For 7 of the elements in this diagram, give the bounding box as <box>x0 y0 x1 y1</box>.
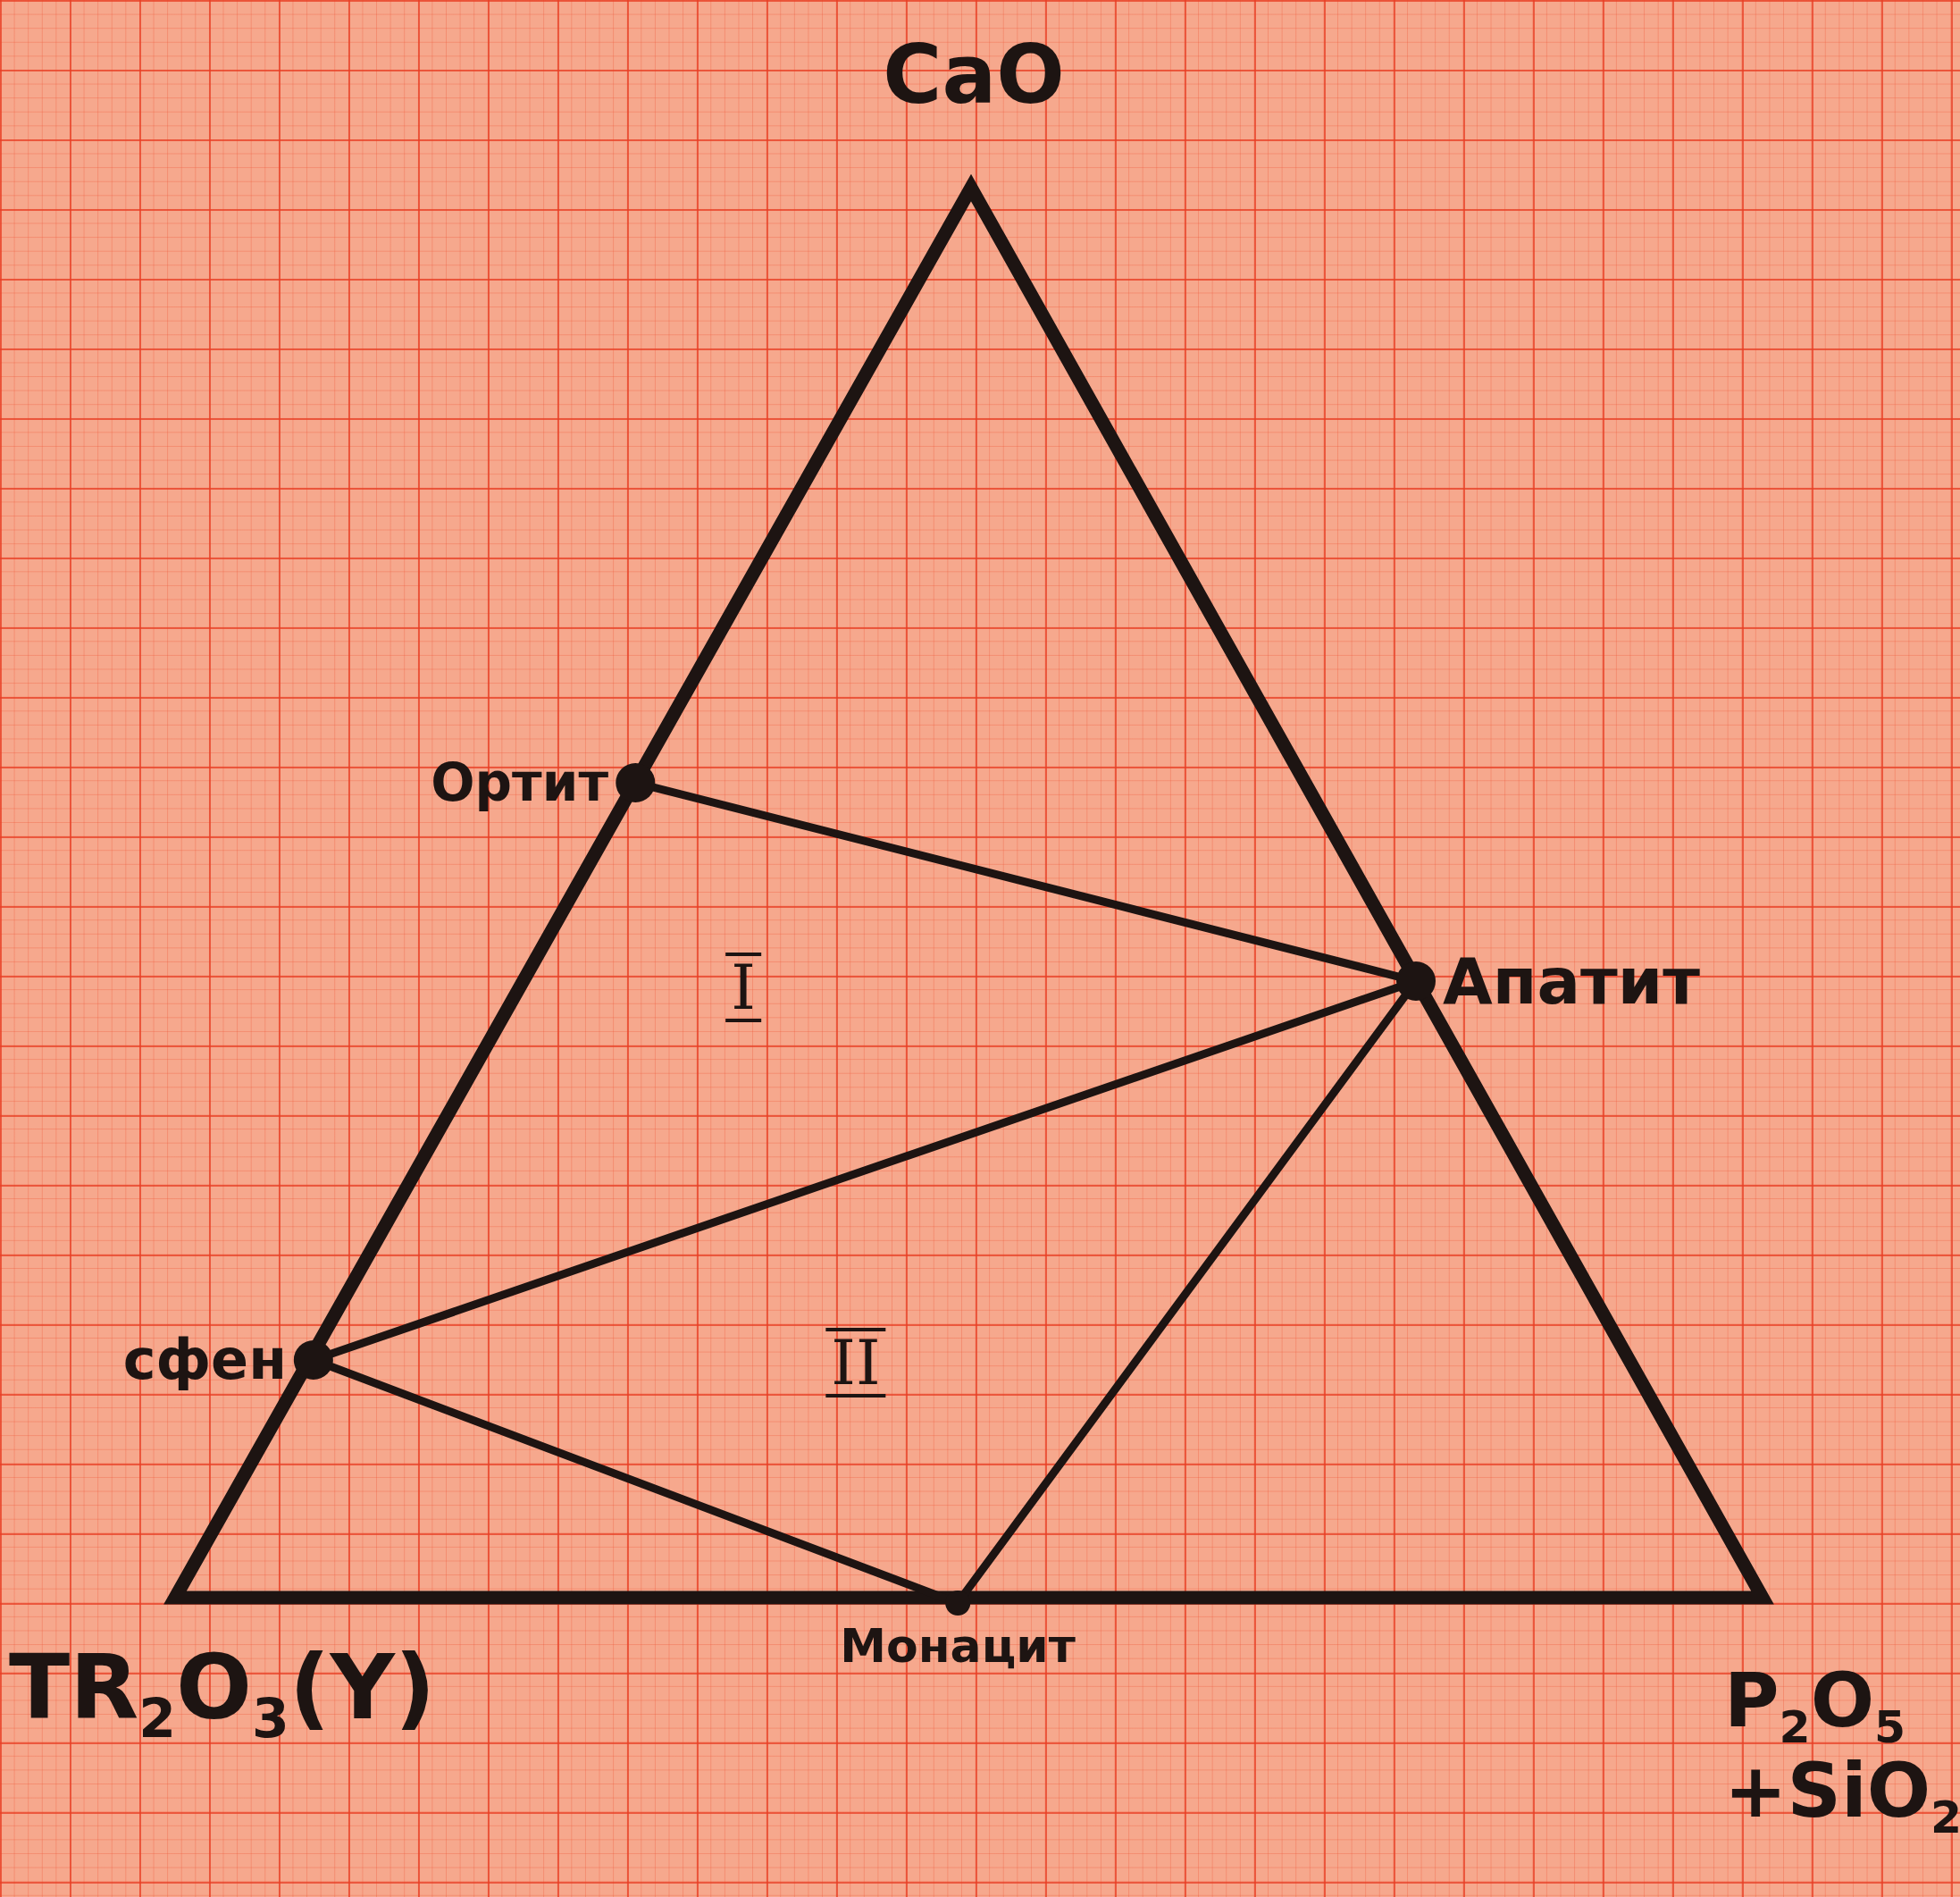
component-label: P$_{2}$O$_{5}$ +SiO$_{2}$ <box>1724 1661 1956 1842</box>
component-label: TR$_{2}$O$_{3}$(Y) <box>9 1640 437 1747</box>
region-numeral: I <box>725 953 761 1022</box>
mineral-label: Монацит <box>840 1623 1076 1669</box>
component-label: CaO <box>882 32 1066 118</box>
region-numeral: II <box>825 1328 886 1398</box>
mineral-label: Апатит <box>1443 949 1700 1013</box>
